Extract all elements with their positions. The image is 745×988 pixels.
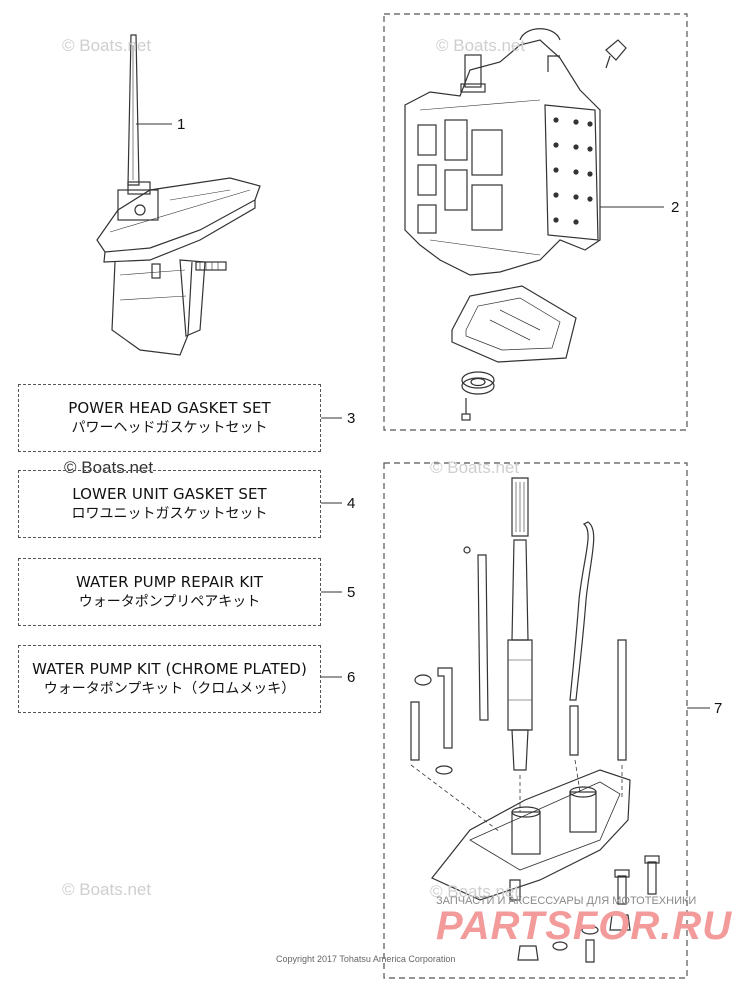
- drive-shaft-kit-drawing: [410, 477, 660, 963]
- kit-box-power-head-gasket: POWER HEAD GASKET SET パワーヘッドガスケットセット: [18, 384, 321, 452]
- callout-number: 2: [671, 199, 680, 216]
- callout-number: 7: [714, 700, 723, 717]
- kit-name-english: LOWER UNIT GASKET SET: [72, 485, 267, 503]
- callout-number: 4: [347, 495, 356, 512]
- callout-number: 6: [347, 669, 356, 686]
- seal-and-bolt-drawing: [461, 371, 495, 421]
- brand-tagline: ЗАПЧАСТИ И АКСЕССУАРЫ ДЛЯ МОТОТЕХНИКИ: [436, 895, 697, 907]
- kit-box-lower-unit-gasket: LOWER UNIT GASKET SET ロワユニットガスケットセット: [18, 470, 321, 538]
- power-head-gasket-drawing: [451, 285, 577, 363]
- kit-name-english: POWER HEAD GASKET SET: [68, 399, 271, 417]
- callout-number: 3: [347, 410, 356, 427]
- callout-number: 5: [347, 584, 356, 601]
- kit-name-japanese: ウォータポンプキット（クロムメッキ）: [43, 681, 296, 697]
- copyright-text: Copyright 2017 Tohatsu America Corporati…: [276, 954, 456, 964]
- callout-number: 1: [177, 116, 186, 133]
- kit-name-japanese: ロワユニットガスケットセット: [71, 506, 268, 522]
- kit-box-water-pump-chrome: WATER PUMP KIT (CHROME PLATED) ウォータポンプキッ…: [18, 645, 321, 713]
- kit-name-english: WATER PUMP REPAIR KIT: [75, 573, 264, 591]
- power-head-drawing: [404, 28, 627, 276]
- kit-name-japanese: パワーヘッドガスケットセット: [71, 420, 268, 436]
- kit-name-english: WATER PUMP KIT (CHROME PLATED): [32, 660, 307, 678]
- kit-box-water-pump-repair: WATER PUMP REPAIR KIT ウォータポンプリペアキット: [18, 558, 321, 626]
- brand-logo-text: PARTSFOR.RU: [436, 904, 733, 948]
- lower-unit-drawing: [96, 34, 261, 356]
- kit-name-japanese: ウォータポンプリペアキット: [78, 594, 261, 610]
- watermark-text-dark: © Boats.net: [64, 458, 154, 477]
